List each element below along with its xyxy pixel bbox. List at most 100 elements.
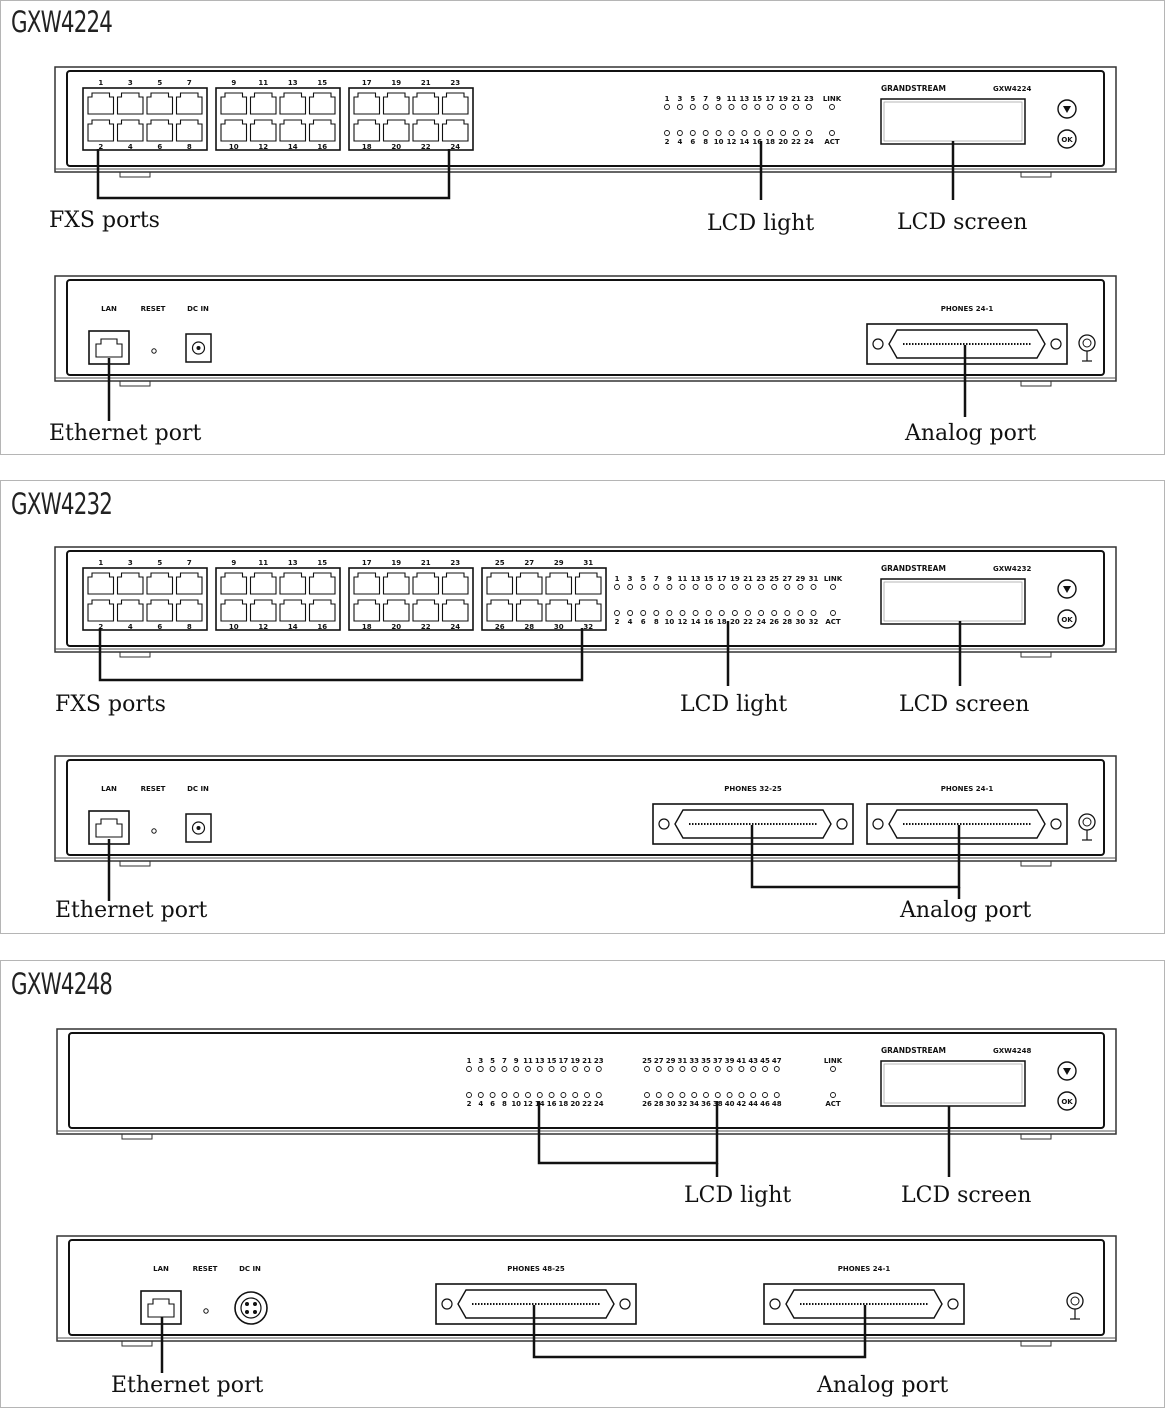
lan-label: LAN (101, 305, 117, 313)
led-indicator (691, 1066, 698, 1072)
led-number: 8 (703, 138, 708, 146)
rj11-port (175, 599, 203, 622)
port-number: 18 (362, 623, 372, 631)
led-indicator (810, 584, 817, 590)
port-number: 6 (157, 623, 162, 631)
led-number: 34 (689, 1100, 699, 1108)
led-indicator (705, 584, 712, 590)
led-number: 13 (535, 1057, 545, 1065)
rj11-port (486, 599, 514, 622)
led-indicator (750, 1066, 757, 1072)
led-indicator (477, 1092, 484, 1098)
act-led (830, 1092, 836, 1098)
led-indicator (655, 1092, 662, 1098)
led-number: 21 (791, 95, 801, 103)
led-number: 9 (667, 575, 672, 583)
ok-button-label: OK (1061, 616, 1073, 624)
rj11-port (412, 572, 440, 595)
led-indicator (513, 1066, 520, 1072)
led-number: 17 (559, 1057, 569, 1065)
rj11-port (515, 599, 543, 622)
led-number: 10 (665, 618, 675, 626)
led-number: 6 (490, 1100, 495, 1108)
led-number: 3 (628, 575, 633, 583)
ok-button-label: OK (1061, 136, 1073, 144)
reset-hole (151, 828, 157, 834)
port-number: 7 (187, 79, 192, 87)
led-number: 4 (628, 618, 633, 626)
led-number: 21 (743, 575, 753, 583)
led-number: 24 (756, 618, 766, 626)
port-number: 8 (187, 623, 192, 631)
rj11-port (87, 599, 115, 622)
led-number: 14 (740, 138, 750, 146)
led-indicator (525, 1092, 531, 1098)
led-indicator (810, 610, 817, 616)
led-indicator (667, 1092, 674, 1098)
callout-lcd-light: LCD light (680, 692, 788, 717)
led-number: 33 (689, 1057, 699, 1065)
rj11-port (574, 599, 602, 622)
callout-lcd-light: LCD light (684, 1183, 792, 1208)
rubber-foot (1020, 1340, 1052, 1347)
led-indicator (653, 610, 660, 616)
port-number: 24 (450, 143, 460, 151)
led-indicator (741, 104, 748, 110)
led-indicator (548, 1092, 555, 1098)
led-number: 8 (502, 1100, 507, 1108)
led-indicator (667, 1066, 674, 1072)
led-number: 25 (642, 1057, 652, 1065)
led-indicator (780, 104, 787, 110)
led-indicator (754, 130, 761, 136)
led-indicator (780, 130, 787, 136)
fxs-leader (96, 149, 451, 200)
model-label: GXW4232 (993, 565, 1031, 573)
led-number: 12 (727, 138, 737, 146)
port-group (348, 87, 474, 151)
screw-icon (658, 818, 670, 830)
reset-hole (203, 1308, 209, 1314)
led-indicator (477, 1066, 484, 1072)
led-number: 44 (748, 1100, 758, 1108)
ground-icon-inner (1070, 1296, 1080, 1306)
led-indicator (614, 584, 620, 590)
led-number: 31 (678, 1057, 688, 1065)
lan-label: LAN (101, 785, 117, 793)
led-indicator (627, 610, 634, 616)
rj11-port (308, 119, 336, 142)
analog-leader (532, 1305, 867, 1359)
led-number: 32 (809, 618, 819, 626)
model-label: GXW4248 (993, 1047, 1031, 1055)
led-number: 26 (769, 618, 779, 626)
rj45-outline (95, 338, 123, 358)
led-indicator (595, 1092, 602, 1098)
rubber-foot (121, 1340, 153, 1347)
led-number: 16 (547, 1100, 557, 1108)
led-indicator (738, 1092, 745, 1098)
led-indicator (664, 130, 670, 136)
port-number: 23 (450, 79, 460, 87)
port-number: 7 (187, 559, 192, 567)
led-number: 4 (478, 1100, 483, 1108)
rj11-port (545, 599, 573, 622)
port-group (82, 567, 208, 631)
callout-lcd-light: LCD light (707, 211, 815, 236)
chassis-face (66, 759, 1105, 856)
screw-icon (872, 818, 884, 830)
gxw4232-diagram: 1234567891011121314151617181920212223242… (54, 546, 1117, 901)
led-indicator (679, 610, 686, 616)
rj11-port (146, 599, 174, 622)
led-number: 17 (765, 95, 775, 103)
led-number: 18 (717, 618, 727, 626)
port-number: 5 (157, 559, 162, 567)
led-indicator (536, 1066, 543, 1072)
link-led (830, 584, 836, 590)
rj11-port (175, 572, 203, 595)
led-number: 23 (756, 575, 766, 583)
model-label: GXW4224 (993, 85, 1031, 93)
rubber-foot (1020, 860, 1052, 867)
port-number: 29 (554, 559, 564, 567)
led-indicator (705, 610, 712, 616)
ok-button (1057, 609, 1077, 629)
rj11-port (441, 92, 469, 115)
